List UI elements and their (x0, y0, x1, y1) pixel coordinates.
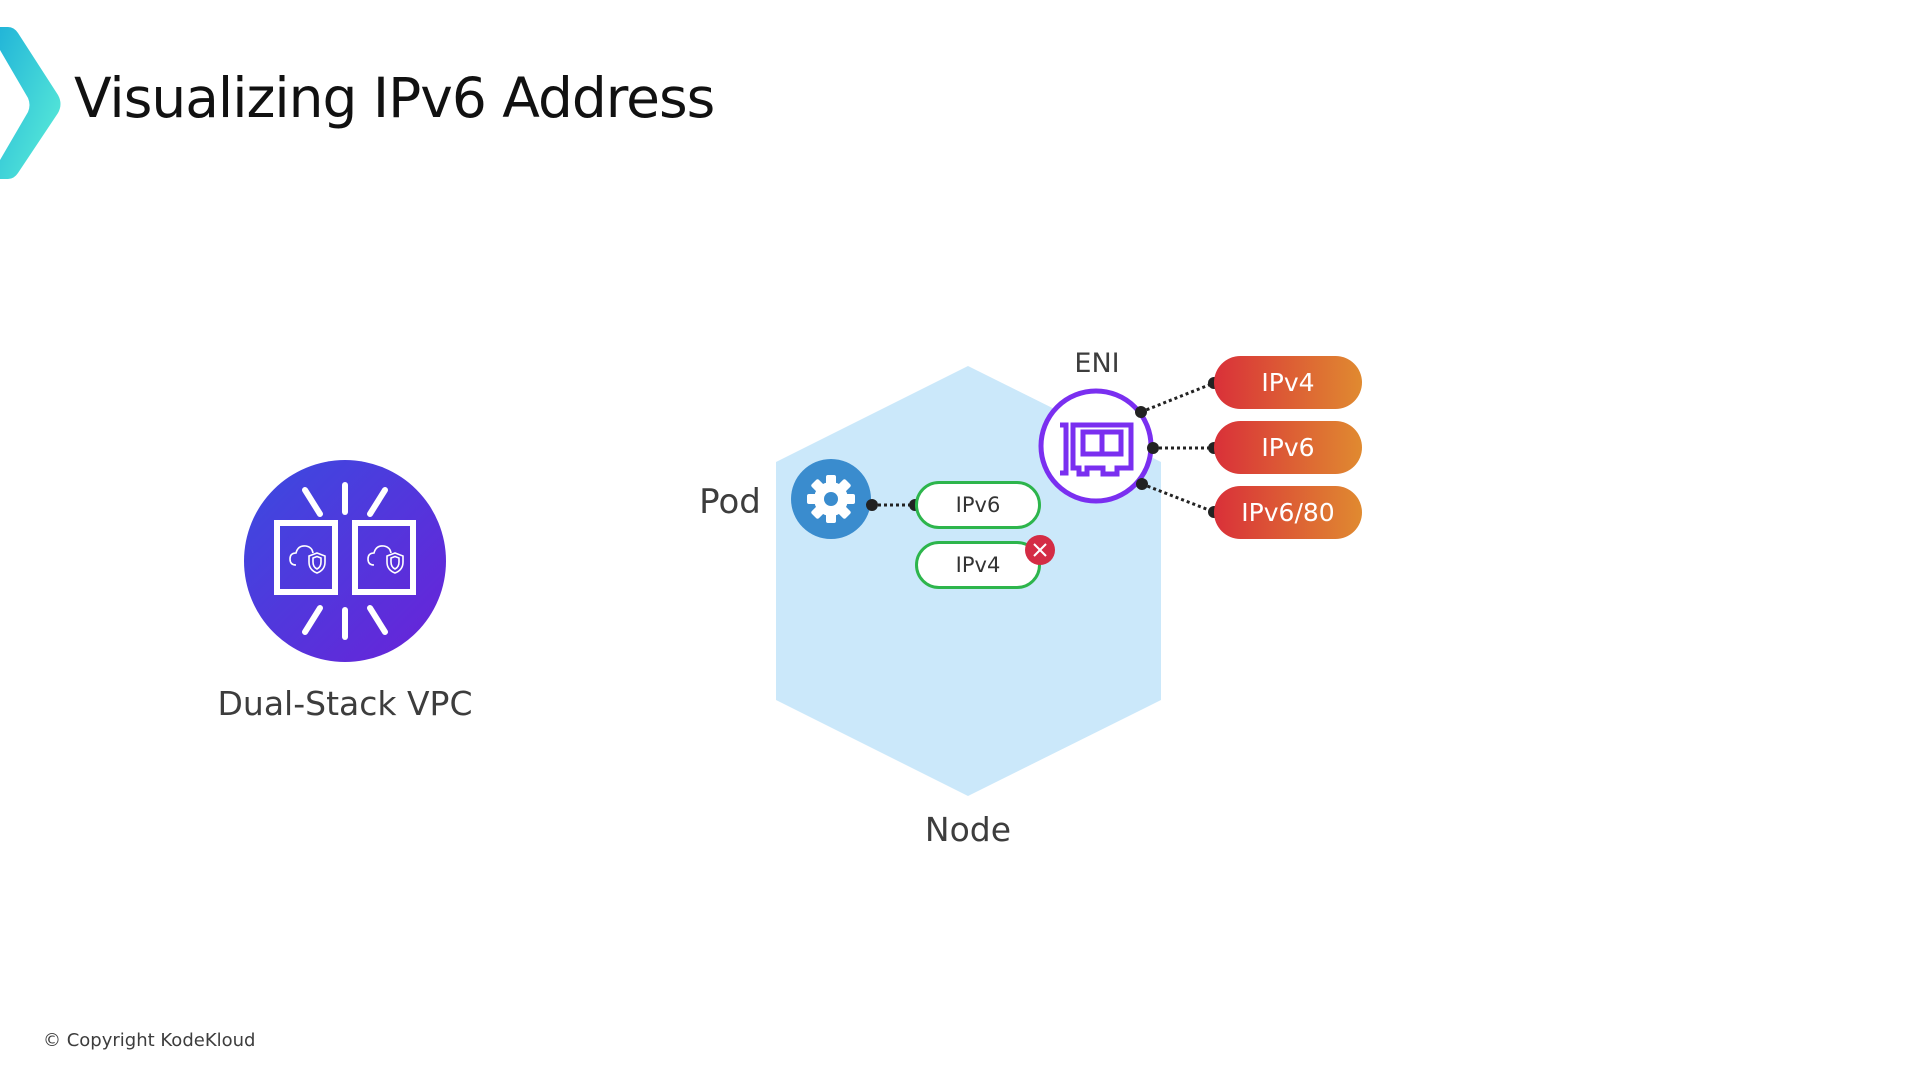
pod-address-ipv6: IPv6 (915, 481, 1041, 529)
close-icon (1025, 535, 1055, 565)
dual-stack-vpc-icon (244, 460, 446, 662)
eni-address-label: IPv6 (1261, 433, 1315, 462)
close-icon-glyph (1033, 543, 1047, 557)
node-label: Node (924, 810, 1012, 849)
eni-connectors (1140, 381, 1215, 514)
network-card-icon (1038, 388, 1154, 504)
pod-icon (791, 459, 871, 539)
pod-label: Pod (699, 482, 761, 522)
pod-address-ipv4: IPv4 (915, 541, 1041, 589)
pod-address-label: IPv4 (955, 553, 1001, 577)
pod-address-label: IPv6 (955, 493, 1001, 517)
eni-address-label: IPv4 (1261, 368, 1315, 397)
vpc-label: Dual-Stack VPC (217, 684, 473, 723)
page-title: Visualizing IPv6 Address (74, 66, 715, 130)
copyright-notice: © Copyright KodeKloud (43, 1030, 256, 1051)
eni-address-ipv4: IPv4 (1214, 356, 1362, 409)
eni-label: ENI (1074, 348, 1120, 379)
eni-address-label: IPv6/80 (1241, 498, 1335, 527)
eni-address-ipv6-80: IPv6/80 (1214, 486, 1362, 539)
eni-address-ipv6: IPv6 (1214, 421, 1362, 474)
brand-chevron-icon (0, 27, 61, 179)
gear-icon (807, 475, 855, 523)
